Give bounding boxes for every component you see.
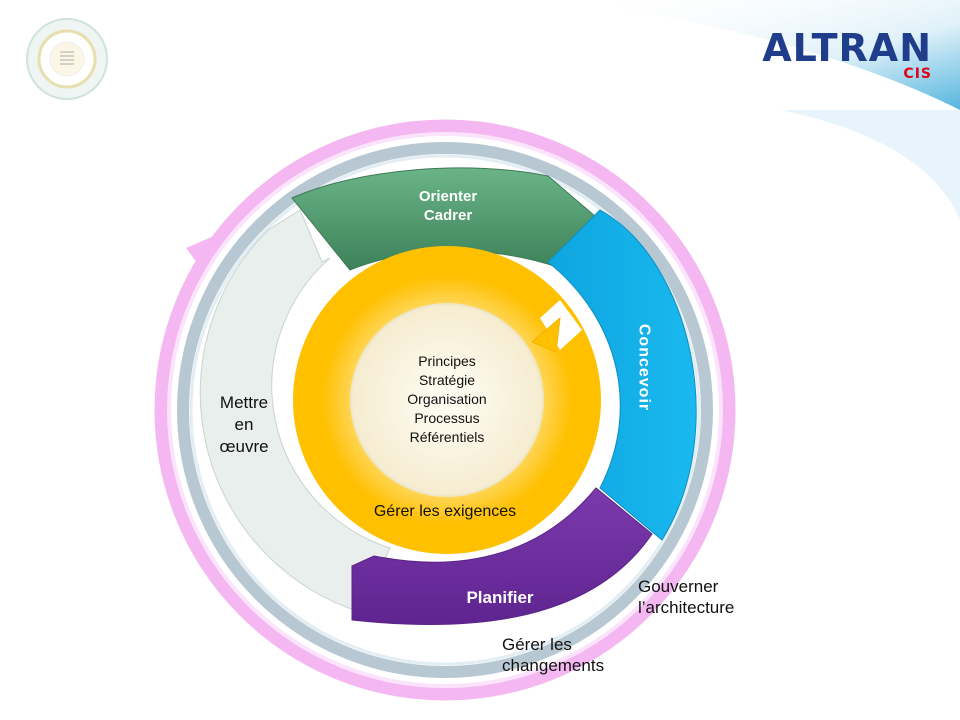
core-item: Stratégie [418,372,476,388]
concevoir-arrow [547,209,697,541]
yellow-arrowhead [531,316,561,353]
logo-sub: CIS [903,66,932,82]
outer-pink-ring [154,119,736,701]
pink-arrow-tip [186,236,214,272]
altran-logo: ALTRAN CIS [762,28,932,88]
yellow-ring [293,246,601,554]
mettre-en-oeuvre-band [199,209,391,613]
core-item: Référentiels [409,429,485,445]
core-circle [350,303,544,497]
planifier-arrow [351,487,653,625]
grey-ring [177,142,713,678]
core-item: Organisation [407,391,487,407]
changements-label: Gérer les changements [502,635,605,675]
phase-mettre-label: Mettre en œuvre [219,393,269,456]
core-item: Processus [414,410,480,426]
phase-planifier-label: Planifier [466,588,534,607]
logo-word: ALTRAN [762,26,932,70]
phase-orienter-label: Orienter Cadrer [418,188,478,224]
phase-concevoir-label: Concevoir [635,323,653,412]
gouverner-label: Gouverner l’architecture [638,577,735,617]
core-list: Principes Stratégie Organisation Process… [372,352,522,447]
inner-ring-label: Gérer les exigences [373,503,517,520]
yellow-ring-gap [540,300,582,350]
core-item: Principes [418,353,476,369]
slide-thumbnail [26,18,108,100]
